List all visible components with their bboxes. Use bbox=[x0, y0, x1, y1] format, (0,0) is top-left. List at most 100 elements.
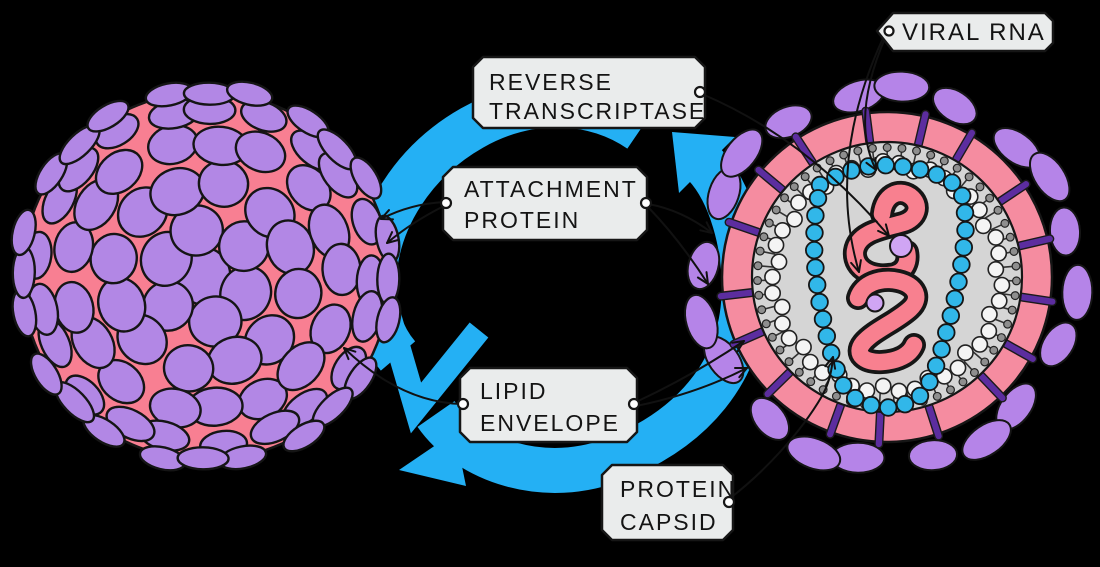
lipid-head bbox=[952, 163, 962, 173]
capsomere-oval bbox=[176, 446, 230, 471]
matrix-bead bbox=[987, 260, 1005, 278]
matrix-bead bbox=[764, 268, 781, 286]
attachment-protein-oval bbox=[873, 70, 931, 103]
capsomere-oval bbox=[274, 267, 323, 320]
capsid-bead bbox=[910, 160, 930, 179]
capsid-bead bbox=[842, 161, 861, 180]
tag-box bbox=[600, 463, 735, 542]
capsid-bead bbox=[949, 272, 968, 292]
capsid-bead bbox=[806, 206, 825, 225]
attachment-protein-oval bbox=[749, 396, 791, 441]
lipid-head bbox=[853, 146, 863, 156]
attachment-protein-ovals bbox=[683, 70, 1094, 474]
capsomere-oval bbox=[94, 148, 144, 196]
attachment-protein-oval bbox=[720, 128, 764, 178]
matrix-bead bbox=[774, 315, 791, 332]
labels: REVERSE TRANSCRIPTASE ATTACHMENT PROTEIN… bbox=[439, 11, 1055, 542]
arrow-reverse-transcriptase bbox=[701, 93, 890, 237]
tag-box bbox=[458, 366, 639, 444]
matrix-bead bbox=[990, 244, 1008, 262]
lipid-head bbox=[757, 305, 767, 315]
matrix-bead bbox=[957, 344, 974, 362]
arrow-attachment-protein bbox=[380, 201, 445, 221]
lipid-head bbox=[989, 345, 999, 355]
capsomere-oval bbox=[29, 352, 63, 396]
arrow-lipid-envelope bbox=[635, 367, 748, 407]
tag-attachment-protein: ATTACHMENT PROTEIN bbox=[439, 165, 653, 242]
attachment-protein-oval bbox=[907, 439, 959, 472]
tag-hole bbox=[693, 85, 707, 99]
tag-viral-rna: VIRAL RNA bbox=[875, 11, 1055, 53]
arrow-viral-rna-to-strand bbox=[864, 35, 887, 171]
viral-rna-strands bbox=[843, 180, 929, 375]
capsid-bead bbox=[952, 255, 971, 274]
tag-hole bbox=[722, 495, 736, 509]
matrix-bead bbox=[987, 228, 1005, 246]
reverse-transcriptase-enzyme bbox=[889, 234, 913, 258]
tag-protein-capsid: PROTEIN CAPSID bbox=[600, 463, 736, 542]
arrow-attachment-protein bbox=[647, 203, 713, 234]
matrix-bead bbox=[767, 236, 785, 254]
lipid-head bbox=[1005, 232, 1015, 242]
capsid-bead bbox=[953, 186, 972, 206]
lipid-head bbox=[939, 156, 949, 166]
envelope-spikes bbox=[716, 106, 1057, 449]
lipid-head bbox=[912, 146, 922, 156]
lipid-head bbox=[754, 290, 764, 300]
attachment-protein-oval bbox=[1028, 151, 1071, 203]
lipid-head bbox=[897, 143, 907, 153]
attachment-protein-oval bbox=[1048, 206, 1082, 257]
arrow-lipid-envelope bbox=[343, 347, 462, 405]
lipid-head bbox=[755, 246, 765, 256]
capsid-bead bbox=[822, 343, 841, 363]
lipid-head bbox=[764, 218, 774, 228]
lipid-head bbox=[958, 377, 968, 387]
capsid-bead bbox=[805, 240, 824, 260]
matrix-bead bbox=[974, 217, 992, 235]
tag-label: VIRAL RNA bbox=[902, 19, 1046, 46]
arrow-attachment-protein bbox=[647, 206, 709, 285]
capsid-bead bbox=[808, 189, 828, 208]
attachment-protein-oval bbox=[1061, 263, 1094, 321]
arrow-viral-rna-to-strand bbox=[846, 35, 885, 273]
matrix-bead bbox=[773, 298, 791, 316]
lipid-head bbox=[1011, 276, 1021, 286]
capsid-bead bbox=[932, 340, 951, 359]
capsid-bead bbox=[826, 167, 845, 187]
capsomere-oval bbox=[375, 296, 402, 344]
lipid-head bbox=[980, 357, 990, 367]
capsid-bead bbox=[955, 203, 975, 223]
lipid-tail bbox=[972, 351, 983, 361]
capsid-bead bbox=[927, 165, 946, 184]
tag-hole bbox=[883, 25, 895, 37]
tag-reverse-transcriptase: REVERSE TRANSCRIPTASE bbox=[471, 55, 707, 130]
attachment-protein-oval bbox=[1039, 321, 1078, 368]
lipid-head bbox=[975, 182, 985, 192]
capsid-bead bbox=[876, 155, 895, 175]
lipid-head bbox=[794, 367, 804, 377]
tag-lipid-envelope: LIPID ENVELOPE bbox=[456, 366, 641, 444]
attachment-protein-oval bbox=[932, 86, 978, 126]
lipid-head bbox=[1003, 319, 1013, 329]
lipid-head bbox=[946, 385, 956, 395]
matrix-bead bbox=[981, 305, 998, 323]
matrix-bead bbox=[790, 194, 807, 212]
lipid-head bbox=[780, 193, 790, 203]
reverse-transcriptase-enzymes bbox=[865, 234, 913, 313]
capsomere-oval bbox=[225, 80, 274, 107]
lipid-head bbox=[969, 368, 979, 378]
matrix-bead bbox=[980, 322, 998, 340]
lipid-head bbox=[1007, 305, 1017, 315]
lipid-tail bbox=[984, 211, 996, 219]
lipid-head bbox=[1011, 261, 1021, 271]
cycle-arrow-top-chevron bbox=[377, 311, 489, 434]
matrix-bead bbox=[874, 377, 892, 395]
lipid-head bbox=[996, 333, 1006, 343]
matrix-bead bbox=[801, 353, 819, 371]
matrix-bead bbox=[993, 276, 1011, 294]
matrix-bead bbox=[990, 292, 1008, 310]
tag-label: PROTEIN bbox=[620, 476, 736, 502]
tag-label: REVERSE bbox=[489, 69, 613, 95]
capsomere-oval bbox=[276, 341, 326, 392]
